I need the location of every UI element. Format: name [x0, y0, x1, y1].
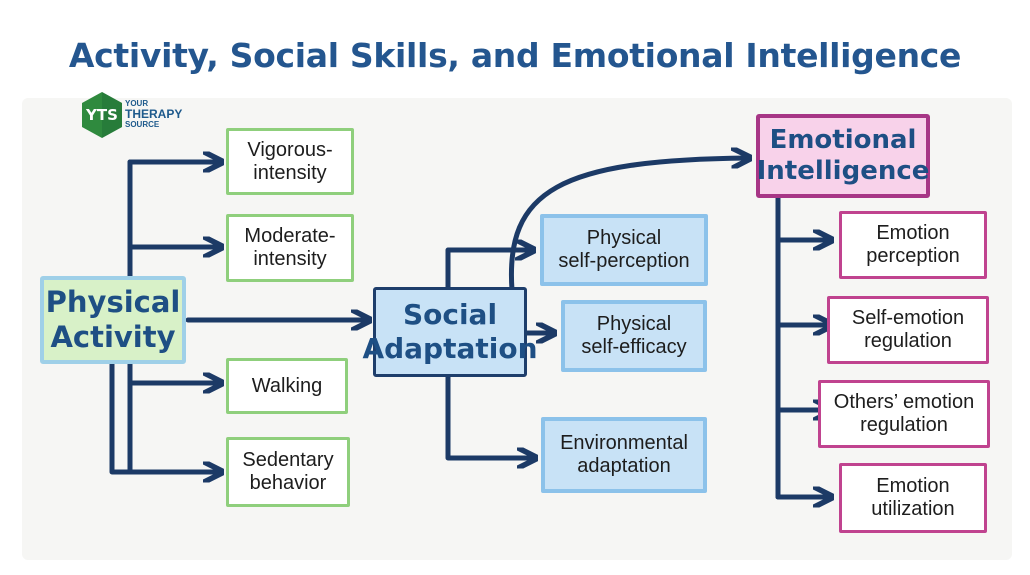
- page-title: Activity, Social Skills, and Emotional I…: [68, 36, 962, 75]
- logo-badge: YTS: [77, 90, 127, 140]
- node-physical-self-perception: Physical self-perception: [540, 214, 708, 286]
- logo: YTS YOUR THERAPY SOURCE: [77, 90, 207, 140]
- node-physical-activity: Physical Activity: [40, 276, 186, 364]
- node-environmental-adaptation: Environmental adaptation: [541, 417, 707, 493]
- node-social-adaptation: Social Adaptation: [362, 287, 538, 377]
- node-vigorous-intensity: Vigorous- intensity: [226, 128, 354, 195]
- logo-wordmark: YOUR THERAPY SOURCE: [125, 99, 183, 129]
- node-emotional-intelligence: Emotional Intelligence: [756, 114, 930, 198]
- node-moderate-intensity: Moderate- intensity: [226, 214, 354, 282]
- arrow-to-sedentary: [109, 352, 220, 472]
- logo-badge-text: YTS: [86, 106, 118, 124]
- node-walking: Walking: [226, 358, 348, 414]
- node-emotion-utilization: Emotion utilization: [839, 463, 987, 533]
- arrow-to-emotional-intelligence: [508, 158, 748, 293]
- arrow-to-environmental: [445, 372, 534, 458]
- node-self-emotion-regulation: Self-emotion regulation: [827, 296, 989, 364]
- node-emotion-perception: Emotion perception: [839, 211, 987, 279]
- node-sedentary-behavior: Sedentary behavior: [226, 437, 350, 507]
- arrow-to-self-perception: [445, 250, 532, 291]
- node-others-emotion-regulation: Others’ emotion regulation: [818, 380, 990, 448]
- node-physical-self-efficacy: Physical self-efficacy: [561, 300, 707, 372]
